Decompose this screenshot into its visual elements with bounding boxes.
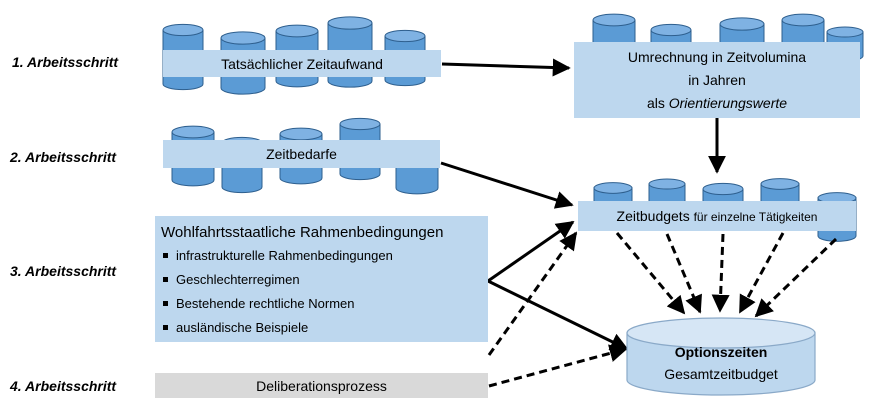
zeitbudgets-main: Zeitbudgets [616, 208, 694, 224]
step-label-4: 4. Arbeitsschritt [10, 378, 117, 394]
bullet-icon [163, 276, 168, 282]
optionszeiten-subtitle: Gesamtzeitbudget [664, 366, 778, 382]
optionszeiten-cylinder [626, 317, 816, 396]
umrechnung-line-1: Umrechnung in Zeitvolumina [627, 48, 807, 65]
umrechnung-line-3-prefix: als [646, 94, 669, 111]
box-zeitbedarfe-label: Zeitbedarfe [266, 146, 337, 162]
bullet-icon [163, 300, 168, 306]
rahmen-list: infrastrukturelle Rahmenbedingungen Gesc… [161, 244, 482, 340]
arrow-dashed [615, 232, 686, 315]
umrechnung-line-3-emphasis: Orientierungswerte [668, 94, 788, 111]
box-zeitbedarfe: Zeitbedarfe [163, 140, 440, 168]
rahmen-item-label: infrastrukturelle Rahmenbedingungen [176, 248, 393, 263]
box-rahmenbedingungen: Wohlfahrtsstaatliche Rahmenbedingungen i… [155, 216, 488, 342]
step-label-3: 3. Arbeitsschritt [10, 263, 117, 279]
box-deliberation-label: Deliberationsprozess [256, 377, 387, 394]
cylinder-top [220, 31, 266, 45]
cylinder-top [781, 13, 825, 27]
optionszeiten-layer [626, 317, 816, 396]
cylinder-top [592, 13, 636, 27]
arrow-dashed [488, 344, 628, 388]
optionszeiten-text: Optionszeiten Gesamtzeitbudget [627, 344, 815, 382]
arrow-solid [441, 58, 571, 77]
arrow-solid [487, 279, 629, 351]
umrechnung-line-2: in Jahren [688, 71, 746, 88]
cylinder-top [279, 127, 323, 141]
rahmen-item: Geschlechterregimen [161, 268, 482, 292]
box-zeitbudgets-label: Zeitbudgets für einzelne Tätigkeiten [617, 208, 818, 224]
cylinder-top [760, 178, 800, 190]
box-umrechnung: Umrechnung in Zeitvolumina in Jahren als… [574, 42, 860, 118]
rahmen-item: infrastrukturelle Rahmenbedingungen [161, 244, 482, 268]
cylinder-top [339, 117, 381, 131]
arrow-dashed [754, 237, 838, 318]
cylinder-top [384, 29, 426, 43]
optionszeiten-body [626, 332, 816, 396]
rahmen-title: Wohlfahrtsstaatliche Rahmenbedingungen [161, 224, 444, 241]
bullet-icon [163, 324, 168, 330]
rahmen-item-label: ausländische Beispiele [176, 320, 309, 335]
arrow-dashed [711, 233, 730, 313]
arrow-dashed [487, 231, 578, 356]
box-zeitbudgets: Zeitbudgets für einzelne Tätigkeiten [578, 201, 856, 231]
arrow-layer [440, 58, 838, 388]
cylinder-top [171, 125, 215, 139]
cylinder-top [162, 23, 204, 37]
arrow-solid [440, 161, 574, 209]
cylinder-top [648, 178, 686, 190]
arrow-solid [487, 220, 575, 283]
cylinder-top [593, 182, 633, 194]
rahmen-item-label: Bestehende rechtliche Normen [176, 296, 355, 311]
cylinder-top [702, 182, 744, 196]
cylinder-top [650, 23, 692, 37]
rahmen-item: Bestehende rechtliche Normen [161, 292, 482, 316]
optionszeiten-top [626, 317, 816, 349]
rahmen-item: ausländische Beispiele [161, 316, 482, 340]
rahmen-item-label: Geschlechterregimen [176, 272, 300, 287]
umrechnung-line-3: als Orientierungswerte [647, 92, 787, 115]
box-deliberationsprozess: Deliberationsprozess [155, 373, 488, 398]
arrow-dashed [738, 232, 785, 314]
cylinder-top [719, 17, 765, 31]
box-zeitaufwand-label: Tatsächlicher Zeitaufwand [221, 55, 383, 72]
step-label-2: 2. Arbeitsschritt [10, 149, 117, 165]
step-label-1: 1. Arbeitsschritt [12, 54, 119, 70]
bullet-icon [163, 252, 168, 258]
box-zeitaufwand: Tatsächlicher Zeitaufwand [163, 50, 441, 77]
optionszeiten-title: Optionszeiten [674, 344, 768, 360]
cylinder-top [275, 24, 319, 38]
cylinder-top [826, 26, 864, 38]
cylinder-top [327, 16, 373, 30]
zeitbudgets-small: für einzelne Tätigkeiten [693, 210, 818, 224]
arrow-dashed [665, 233, 702, 314]
